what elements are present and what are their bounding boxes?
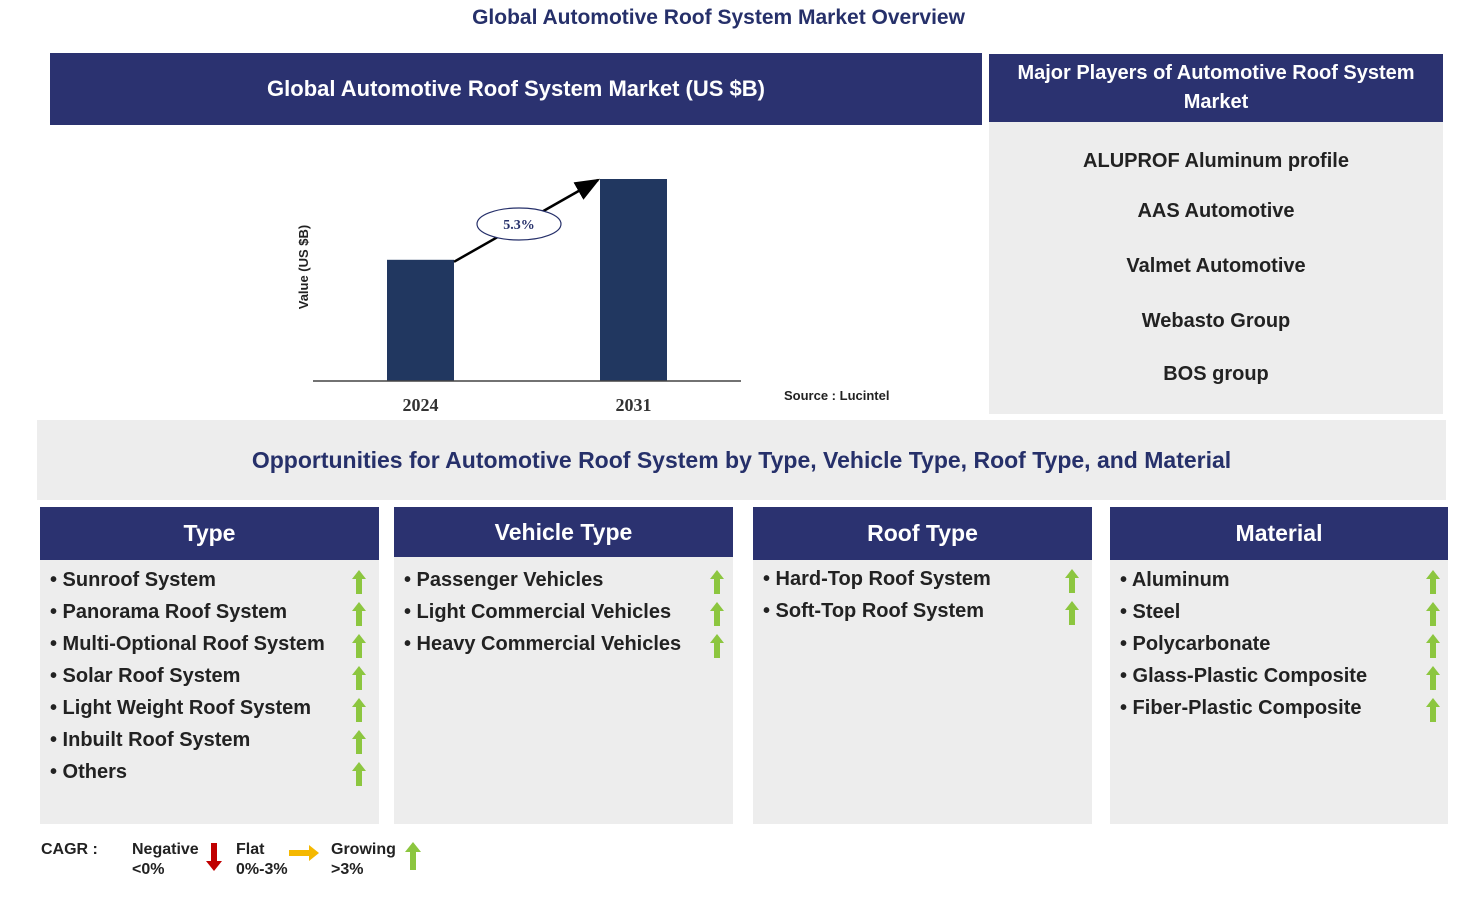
- up-arrow-icon: [352, 698, 366, 722]
- legend-negative-label: Negative<0%: [132, 841, 199, 878]
- chart-header: Global Automotive Roof System Market (US…: [50, 53, 982, 125]
- segment-item: • Others: [50, 761, 128, 783]
- segment-item: • Aluminum: [1120, 569, 1230, 591]
- bar-2031: [600, 179, 667, 381]
- segment-header: Material: [1110, 507, 1448, 560]
- segment-item: • Light Weight Roof System: [50, 697, 312, 719]
- player-item: Webasto Group: [1141, 310, 1291, 332]
- up-arrow-icon: [710, 570, 724, 594]
- segment-item: • Hard-Top Roof System: [763, 568, 991, 590]
- up-arrow-icon: [1426, 666, 1440, 690]
- segment-item: • Glass-Plastic Composite: [1120, 665, 1368, 687]
- up-arrow-icon: [1065, 601, 1079, 625]
- up-arrow-icon: [352, 730, 366, 754]
- segment-header: Vehicle Type: [394, 507, 733, 557]
- player-item: AAS Automotive: [1137, 200, 1295, 222]
- x-tick-label: 2031: [616, 395, 652, 415]
- legend-growing-label: Growing>3%: [331, 841, 396, 878]
- segment-header: Type: [40, 507, 379, 560]
- up-arrow-icon: [352, 570, 366, 594]
- up-arrow-icon: [1426, 602, 1440, 626]
- up-arrow-icon: [1065, 569, 1079, 593]
- player-item: ALUPROF Aluminum profile: [1083, 150, 1349, 172]
- up-arrow-icon: [352, 666, 366, 690]
- chart-source: Source : Lucintel: [784, 388, 890, 403]
- opportunities-banner: Opportunities for Automotive Roof System…: [37, 420, 1446, 500]
- segment-panel: • Sunroof System • Panorama Roof System • …: [40, 560, 379, 824]
- segment-item: • Soft-Top Roof System: [763, 600, 985, 622]
- segment-item: • Sunroof System: [50, 569, 216, 591]
- up-arrow-icon: [352, 602, 366, 626]
- up-arrow-icon: [1426, 634, 1440, 658]
- segment-header: Roof Type: [753, 507, 1092, 560]
- up-arrow-icon: [710, 634, 724, 658]
- player-item: BOS group: [1163, 363, 1269, 385]
- segment-item: • Fiber-Plastic Composite: [1120, 697, 1362, 719]
- segment-item: • Steel: [1120, 601, 1181, 623]
- segment-item: • Heavy Commercial Vehicles: [404, 633, 682, 655]
- bar-2024: [387, 259, 454, 381]
- segment-item: • Solar Roof System: [50, 665, 241, 687]
- cagr-label: 5.3%: [503, 218, 535, 233]
- up-arrow-icon: [352, 634, 366, 658]
- up-arrow-icon: [1426, 570, 1440, 594]
- segment-item: • Polycarbonate: [1120, 633, 1271, 655]
- players-panel: ALUPROF Aluminum profile AAS Automotive …: [989, 122, 1443, 414]
- up-arrow-icon: [710, 602, 724, 626]
- player-item: Valmet Automotive: [1126, 255, 1306, 277]
- cagr-ellipse: [476, 207, 562, 241]
- up-arrow-icon: [352, 762, 366, 786]
- segment-item: • Multi-Optional Roof System: [50, 633, 325, 655]
- segment-panel: • Aluminum • Steel • Polycarbonate • Glass-…: [1110, 560, 1448, 824]
- segment-item: • Light Commercial Vehicles: [404, 601, 672, 623]
- segment-item: • Passenger Vehicles: [404, 569, 604, 591]
- segment-panel: • Passenger Vehicles • Light Commercial V…: [394, 557, 733, 824]
- cagr-legend-label: CAGR :: [41, 841, 98, 858]
- down-arrow-icon: [206, 843, 222, 871]
- right-arrow-icon: [289, 845, 319, 861]
- segment-panel: • Hard-Top Roof System • Soft-Top Roof Sy…: [753, 560, 1092, 824]
- x-tick-label: 2024: [403, 395, 439, 415]
- page-title: Global Automotive Roof System Market Ove…: [472, 6, 965, 29]
- segment-item: • Panorama Roof System: [50, 601, 288, 623]
- y-axis-label: Value (US $B): [296, 225, 311, 310]
- segment-item: • Inbuilt Roof System: [50, 729, 251, 751]
- up-arrow-icon: [405, 842, 421, 870]
- players-header: Major Players of Automotive Roof System …: [989, 54, 1443, 122]
- bar-chart: Value (US $B) 2024 2031 5.3%: [296, 178, 741, 415]
- up-arrow-icon: [1426, 698, 1440, 722]
